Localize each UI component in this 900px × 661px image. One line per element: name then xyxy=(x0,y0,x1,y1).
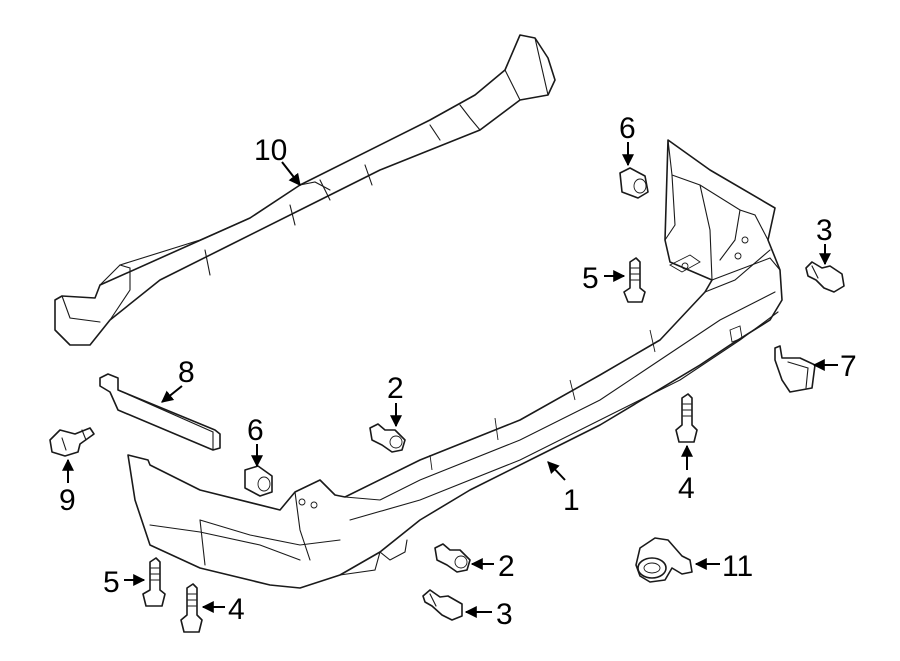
part-3-bolt-lower xyxy=(422,589,463,621)
part-2-clip-lower xyxy=(434,543,471,573)
callout-5-lower: 5 xyxy=(103,566,120,599)
part-5-stud-lower xyxy=(142,557,166,607)
part-7-bracket xyxy=(774,345,816,393)
part-10-absorber xyxy=(54,34,556,346)
callout-8: 8 xyxy=(178,356,195,389)
callout-5-upper: 5 xyxy=(582,262,599,295)
callout-4-right: 4 xyxy=(678,472,695,505)
callout-3-right: 3 xyxy=(816,214,833,247)
callout-2-lower: 2 xyxy=(498,550,515,583)
part-4-stud-right xyxy=(675,393,698,443)
callout-6-upper: 6 xyxy=(619,112,636,145)
callout-3-lower: 3 xyxy=(496,598,513,631)
callout-6-lower: 6 xyxy=(247,414,264,447)
part-6-nut-upper xyxy=(619,167,649,199)
part-11-sensor xyxy=(635,537,693,583)
part-6-nut-lower xyxy=(244,465,273,497)
part-2-clip-upper xyxy=(369,423,406,453)
part-9-bolt xyxy=(49,427,95,457)
part-3-bolt-right xyxy=(805,261,845,293)
callout-arrows xyxy=(62,142,838,618)
callout-9: 9 xyxy=(59,484,76,517)
part-5-stud-upper xyxy=(623,257,646,303)
callout-1: 1 xyxy=(563,484,580,517)
callout-10: 10 xyxy=(254,134,287,167)
callout-4-lower: 4 xyxy=(228,593,245,626)
part-8-strip xyxy=(99,373,221,451)
part-1-bumper-cover xyxy=(127,139,783,589)
callout-2-upper: 2 xyxy=(387,372,404,405)
part-4-stud-lower xyxy=(180,583,203,633)
callout-7: 7 xyxy=(840,350,857,383)
callout-11: 11 xyxy=(722,550,753,583)
